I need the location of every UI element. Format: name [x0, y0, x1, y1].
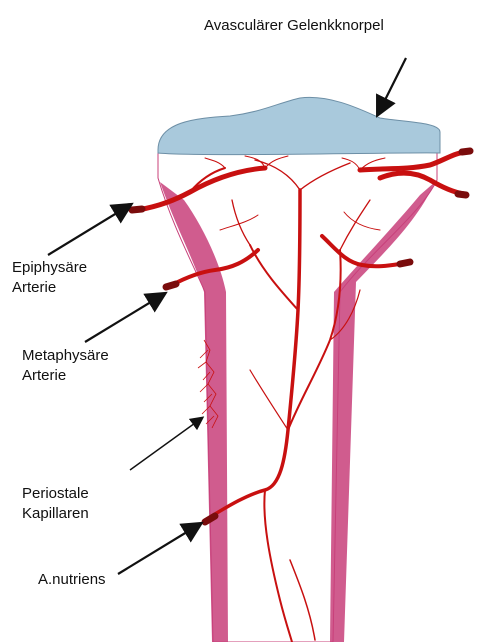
label-periosteal-line2: Kapillaren — [22, 504, 89, 524]
label-cartilage: Avasculärer Gelenkknorpel — [204, 16, 384, 36]
label-nutrient-artery: A.nutriens — [38, 570, 106, 590]
label-cartilage-text: Avasculärer Gelenkknorpel — [204, 16, 384, 36]
arrow-cartilage — [378, 58, 406, 114]
label-epiphyseal-line1: Epiphysäre — [12, 258, 87, 278]
label-epiphyseal-line2: Arterie — [12, 278, 87, 298]
arrow-nutrient — [118, 524, 200, 574]
label-metaphyseal-line1: Metaphysäre — [22, 346, 109, 366]
label-nutrient-text: A.nutriens — [38, 570, 106, 590]
articular-cartilage — [158, 97, 440, 154]
label-periosteal-line1: Periostale — [22, 484, 89, 504]
label-periosteal-capillaries: Periostale Kapillaren — [22, 484, 89, 524]
label-metaphyseal-artery: Metaphysäre Arterie — [22, 346, 109, 386]
arrow-epiphyseal — [48, 205, 130, 255]
label-metaphyseal-line2: Arterie — [22, 366, 109, 386]
arrow-metaphyseal — [85, 294, 164, 342]
arrow-periosteal — [130, 418, 202, 470]
label-epiphyseal-artery: Epiphysäre Arterie — [12, 258, 87, 298]
